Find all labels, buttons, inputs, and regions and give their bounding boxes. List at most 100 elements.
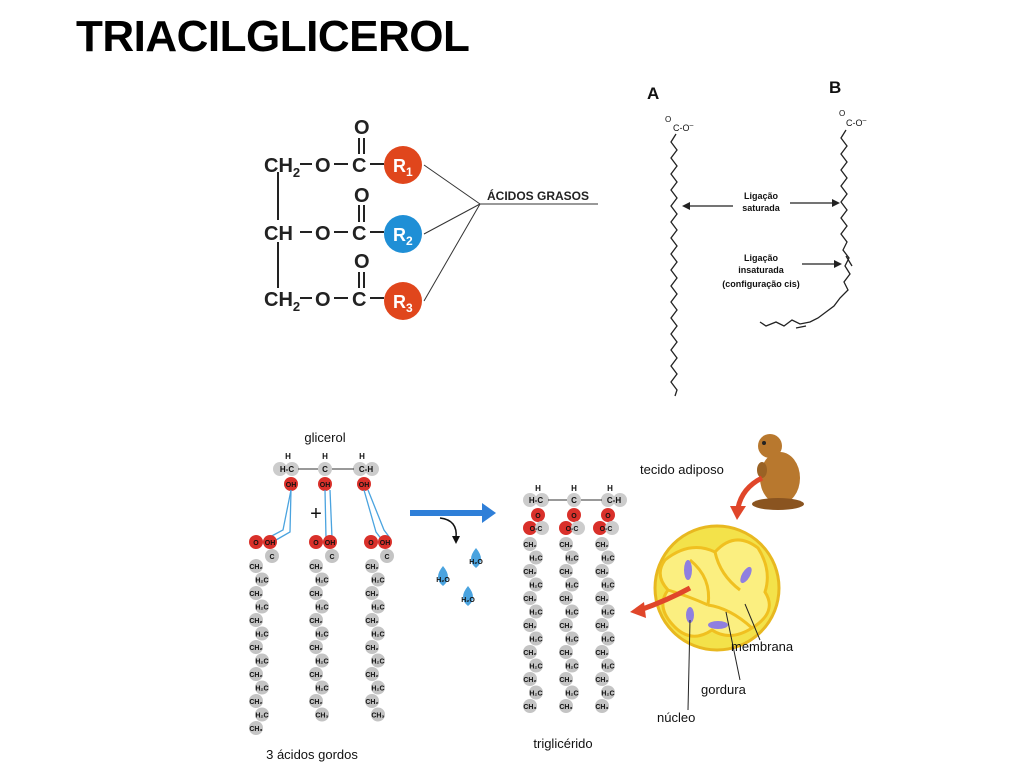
chain-atom-label: H₂C xyxy=(601,610,614,617)
svg-text:C-H: C-H xyxy=(607,496,621,505)
svg-text:O-C: O-C xyxy=(566,526,579,533)
chain-atom xyxy=(255,707,269,722)
chain-atom xyxy=(371,653,385,668)
chain-b xyxy=(759,129,851,327)
chain-atom-label: H₂C xyxy=(315,686,328,693)
chain-atom-label: H₂C xyxy=(255,632,268,639)
fatty-acid-chains: A B O C-O– O C-O– Ligação saturada Ligaç… xyxy=(647,78,867,397)
chain-atom xyxy=(371,707,385,722)
chain-atom-label: CH₂ xyxy=(595,569,608,576)
r2-label: R2 xyxy=(393,225,413,248)
chain-atom xyxy=(255,626,269,641)
svg-text:H: H xyxy=(535,484,541,493)
carboxyl-b-o: O xyxy=(839,109,845,118)
chain-atom xyxy=(309,535,323,549)
unsaturated-label-3: (configuração cis) xyxy=(722,279,800,289)
row2-carbonyl-o: O xyxy=(354,185,370,207)
chain-atom-label: CH₂ xyxy=(595,677,608,684)
svg-text:C: C xyxy=(571,496,577,505)
r3-label: R3 xyxy=(393,292,413,315)
chain-atom-label: CH₂ xyxy=(523,542,536,549)
chain-atom-label: CH₂ xyxy=(309,699,322,706)
chain-atom-label: CH₂ xyxy=(595,542,608,549)
chain-atom-label: CH₃ xyxy=(595,704,608,711)
chain-atom xyxy=(559,645,573,659)
chain-atom-label: O xyxy=(253,540,259,547)
carboxyl-b: C-O– xyxy=(846,117,867,128)
row2-carbon: C xyxy=(352,223,366,245)
chain-atom xyxy=(595,672,609,686)
chain-atom-label: H₂C xyxy=(255,659,268,666)
chain-atom xyxy=(255,653,269,668)
chain-atom-label: H₂C xyxy=(315,659,328,666)
chain-atom-label: CH₂ xyxy=(523,650,536,657)
chain-atom xyxy=(559,537,573,551)
r3-group xyxy=(384,282,422,320)
chain-atom-label: CH₃ xyxy=(523,704,536,711)
row1-carbon: C xyxy=(352,155,366,177)
svg-text:H-C: H-C xyxy=(529,496,543,505)
slide-title: TRIACILGLICEROL xyxy=(76,12,470,61)
chain-atom-label: C xyxy=(384,554,389,561)
svg-text:H₂O: H₂O xyxy=(469,559,483,566)
row2-ch: CH xyxy=(264,223,293,245)
chain-atom xyxy=(255,599,269,614)
chain-atom xyxy=(595,645,609,659)
chain-atom-label: H₂C xyxy=(565,556,578,563)
chain-atom-label: CH₂ xyxy=(365,564,378,571)
chain-a xyxy=(670,133,678,397)
chain-atom-label: CH₃ xyxy=(559,704,572,711)
zoom-arrow-in xyxy=(735,475,764,509)
svg-text:O: O xyxy=(605,513,611,520)
chain-atom xyxy=(371,626,385,641)
r2-group xyxy=(384,215,422,253)
chain-atom xyxy=(378,535,392,549)
chain-atom xyxy=(249,535,263,549)
chain-atom xyxy=(255,680,269,695)
chain-atom-label: H₂C xyxy=(565,691,578,698)
row3-ester-o: O xyxy=(315,289,331,311)
r1-group xyxy=(384,146,422,184)
chain-atom xyxy=(309,694,323,708)
chain-atom xyxy=(595,699,609,713)
chain-atom xyxy=(309,613,323,627)
chain-atom-label: CH₂ xyxy=(249,564,262,571)
chain-atom xyxy=(523,564,537,578)
glycerol-label: glicerol xyxy=(304,430,345,445)
chain-atom xyxy=(565,658,579,673)
chain-atom-label: CH₂ xyxy=(595,596,608,603)
chain-atom-label: CH₂ xyxy=(249,699,262,706)
chain-atom xyxy=(601,631,615,646)
chain-atom xyxy=(595,564,609,578)
label-a: A xyxy=(647,84,659,103)
chain-atom-label: CH₂ xyxy=(559,569,572,576)
chain-atom-label: CH₂ xyxy=(309,591,322,598)
chain-atom xyxy=(601,658,615,673)
row1-ch2: CH2 xyxy=(264,155,300,180)
chain-atom-label: CH₂ xyxy=(249,645,262,652)
chain-atom xyxy=(529,604,543,619)
adipose-tissue-label: tecido adiposo xyxy=(640,462,724,477)
chain-atom xyxy=(523,591,537,605)
chain-atom-label: CH₂ xyxy=(523,677,536,684)
r1-label: R1 xyxy=(393,156,413,179)
chain-atom-label: CH₂ xyxy=(365,699,378,706)
chain-atom xyxy=(380,549,394,563)
row1-ester-o: O xyxy=(315,155,331,177)
chain-atom-label: H₂C xyxy=(529,691,542,698)
glycerol-molecule: H H H H-C C C-H OH OH OH xyxy=(273,452,379,491)
saturated-label-1: Ligação xyxy=(744,191,779,201)
plus-sign: + xyxy=(310,503,322,525)
chain-atom-label: H₂C xyxy=(371,632,384,639)
chain-atom-label: CH₂ xyxy=(559,623,572,630)
chain-atom xyxy=(523,537,537,551)
chain-atom xyxy=(249,721,263,735)
chain-atom-label: CH₂ xyxy=(523,596,536,603)
svg-text:O: O xyxy=(535,513,541,520)
svg-text:O-C: O-C xyxy=(530,526,543,533)
svg-text:OH: OH xyxy=(286,482,297,489)
chain-atom-label: CH₂ xyxy=(365,645,378,652)
chain-atom xyxy=(365,559,379,573)
